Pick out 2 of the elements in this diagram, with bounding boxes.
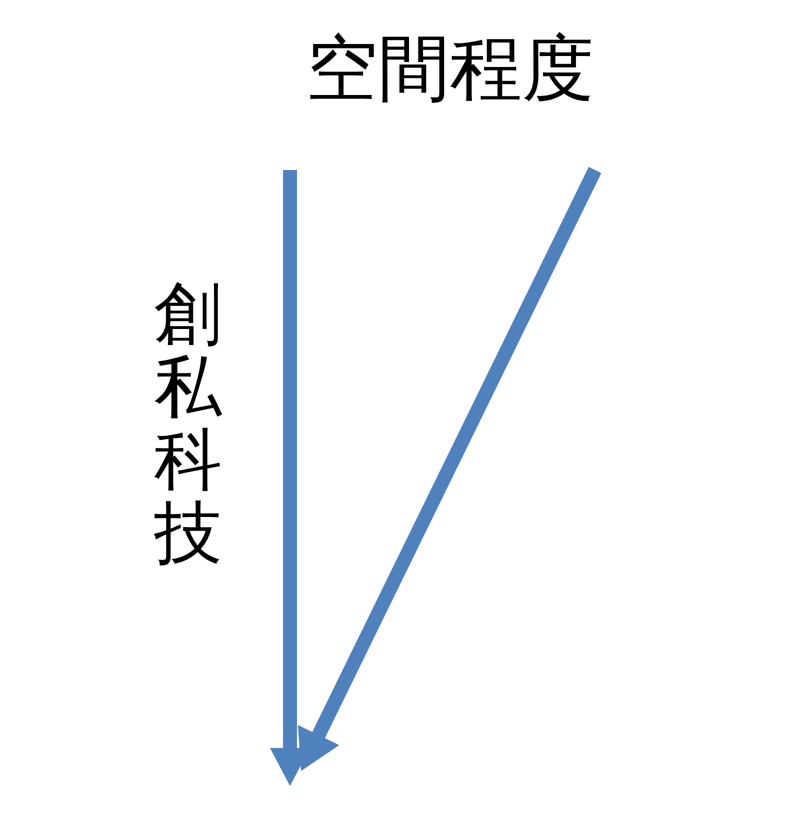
arrow-label: 空間程度 — [306, 32, 594, 104]
arrow-label: 創私科技 — [154, 278, 222, 570]
